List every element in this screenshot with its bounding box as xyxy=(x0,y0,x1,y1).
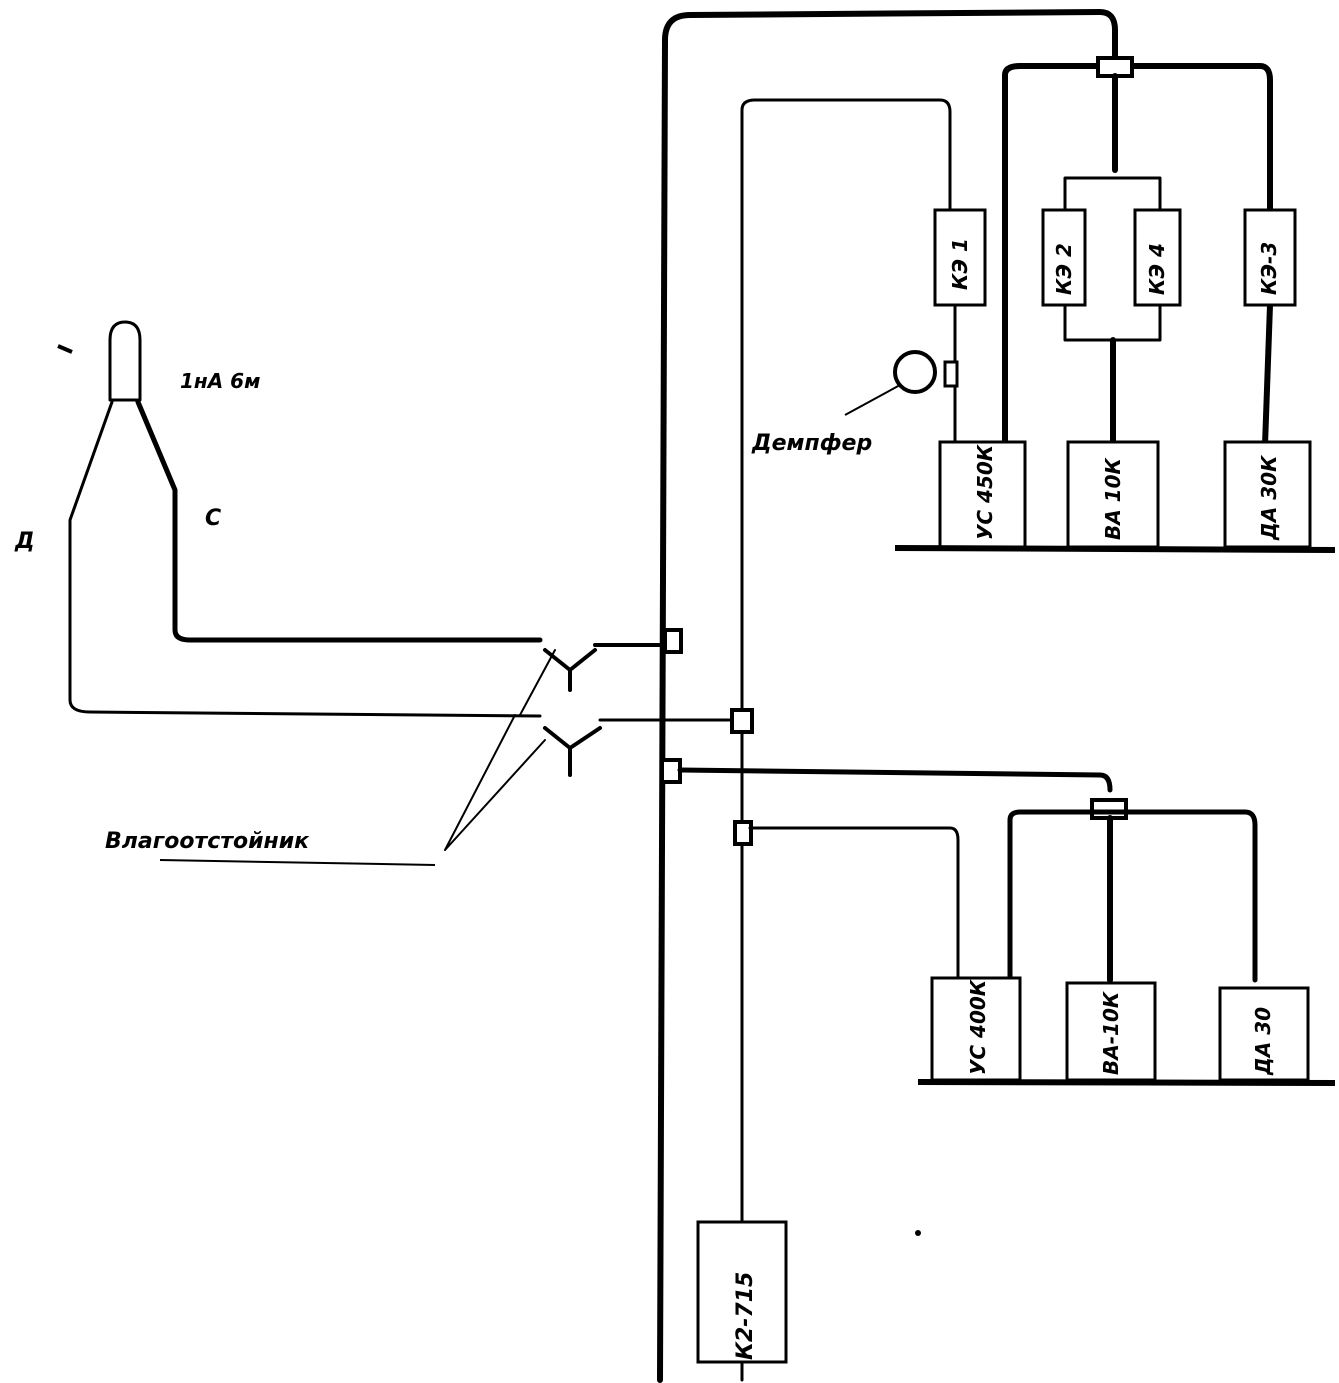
moisture-trap-label: Влагоотстойник xyxy=(105,829,310,854)
instrument-da30k: ДА 30К xyxy=(1223,440,1312,549)
svg-text:ВА 10К: ВА 10К xyxy=(1101,456,1125,540)
source-number-mark xyxy=(57,344,73,354)
main-pipe xyxy=(657,9,1118,1383)
instrument-us400k: УС 400К xyxy=(930,976,1022,1082)
svg-text:КЭ 4: КЭ 4 xyxy=(1145,243,1169,295)
instrument-da30: ДА 30 xyxy=(1218,986,1310,1082)
moisture-trap-underline xyxy=(159,859,436,866)
moisture-trap-upper xyxy=(543,643,667,692)
svg-text:УС 400К: УС 400К xyxy=(966,978,990,1075)
damper-label: Демпфер xyxy=(751,431,872,456)
source-vessel xyxy=(68,320,543,718)
upper-base-line xyxy=(894,545,1336,553)
element-ke3: КЭ-3 xyxy=(1243,208,1297,307)
source-label: 1нА 6м xyxy=(180,369,260,393)
svg-text:К2-715: К2-715 xyxy=(733,1272,758,1360)
instrument-us450k: УС 450К xyxy=(938,440,1027,549)
svg-text:КЭ 1: КЭ 1 xyxy=(948,238,972,290)
svg-text:КЭ 2: КЭ 2 xyxy=(1052,243,1076,295)
recorder-k2-715: К2-715 xyxy=(696,1220,788,1364)
secondary-pipe xyxy=(740,98,952,1382)
element-ke1: КЭ 1 xyxy=(933,208,987,307)
svg-text:ВА-10К: ВА-10К xyxy=(1099,990,1123,1075)
svg-text:ДА 30К: ДА 30К xyxy=(1257,454,1281,541)
element-ke2: КЭ 2 xyxy=(1041,208,1087,307)
damper-gauge xyxy=(893,350,937,394)
instrument-va10k: ВА 10К xyxy=(1066,440,1160,549)
instrument-va10k-lower: ВА-10К xyxy=(1065,981,1157,1082)
svg-text:УС 450К: УС 450К xyxy=(973,443,997,540)
port-d-label: Д xyxy=(14,529,35,554)
port-c-label: С xyxy=(205,506,221,531)
svg-text:ДА 30: ДА 30 xyxy=(1251,1007,1275,1076)
svg-text:КЭ-3: КЭ-3 xyxy=(1257,242,1281,295)
lower-base-line xyxy=(917,1079,1336,1086)
element-ke4: КЭ 4 xyxy=(1133,208,1182,307)
moisture-trap-lower xyxy=(543,718,742,777)
